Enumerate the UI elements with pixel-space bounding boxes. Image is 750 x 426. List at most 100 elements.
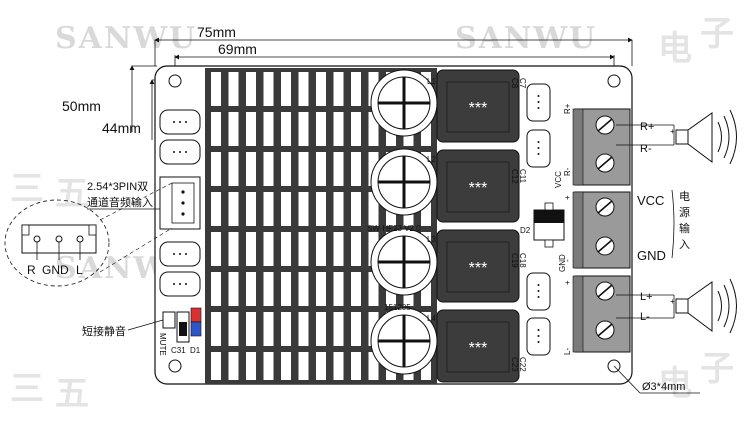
cap-block [526, 83, 551, 122]
inductor-ring [370, 69, 438, 137]
heatsink-fin [228, 152, 239, 186]
heatsink-fin [333, 312, 344, 346]
cap-label-c31: C31 [171, 346, 186, 355]
terminal-block-power [572, 191, 631, 269]
heatsink-fin [368, 72, 379, 106]
terminal-silk-minus: - [563, 259, 572, 262]
heatsink-fin [281, 232, 291, 266]
heatsink-fin [316, 232, 326, 266]
heatsink-fin [263, 232, 274, 266]
heatsink-fin [263, 152, 274, 186]
output-label-lminus: L- [640, 311, 650, 323]
heatsink-fin [281, 272, 291, 306]
choke-block: *** [436, 149, 520, 223]
heatsink-fin [228, 272, 239, 306]
heatsink-fin [246, 272, 256, 306]
heatsink-fin [351, 272, 361, 306]
heatsink-fin [246, 352, 256, 380]
terminal-silk-lminus: L- [563, 348, 572, 355]
led-d1 [190, 307, 202, 337]
heatsink-fin [298, 152, 309, 186]
width-inner-label: 69mm [218, 41, 257, 57]
heatsink-fin [263, 352, 274, 380]
choke-block: *** [436, 309, 520, 383]
heatsink-fin [211, 152, 221, 186]
heatsink-fin [246, 112, 256, 146]
zoom-circle [4, 199, 110, 287]
heatsink-fin [281, 192, 291, 226]
heatsink-fin [263, 112, 274, 146]
heatsink-fin [281, 72, 291, 106]
terminal-silk-plus: + [563, 280, 572, 285]
heatsink-fin [228, 312, 239, 346]
inductor-label-l4: L4 [427, 314, 436, 323]
pin-label-r: R [27, 263, 36, 277]
terminal-block-right-channel [572, 108, 631, 186]
board-date-silk: 151205 [384, 303, 411, 312]
watermark-cn: 三 [10, 169, 44, 209]
heatsink-fin [351, 152, 361, 186]
heatsink-fin [316, 272, 326, 306]
mounting-hole [607, 74, 621, 88]
heatsink-fin [368, 352, 379, 380]
choke-blocks: ************ [436, 69, 520, 383]
terminal-silk-plus: + [563, 195, 572, 200]
heatsink-fin [246, 152, 256, 186]
input-callout: 2.54*3PIN双 通道音频输入 R GND L [4, 180, 173, 287]
speaker-icon-left [675, 278, 737, 334]
heatsink-fin [281, 352, 291, 380]
heatsink-fin [351, 72, 361, 106]
board-model-silk: SW-HF23 V2.0 [367, 224, 421, 233]
cap-label-c23: C23 [510, 357, 519, 372]
heatsink-fin [281, 152, 291, 186]
cap-label-c12: C12 [510, 169, 519, 184]
width-outer-label: 75mm [197, 24, 236, 40]
inductor-rings [370, 69, 438, 375]
output-label-rplus: R+ [640, 121, 654, 133]
choke-marking: *** [469, 100, 488, 117]
output-labels: R+ R- VCC GND 电 源 输 入 L+ L- + + [616, 121, 690, 323]
cap-label-c19: C19 [510, 253, 519, 268]
heatsink-fin [368, 192, 379, 226]
power-input-cn: 电 [679, 190, 690, 203]
heatsink-fin [228, 72, 239, 106]
heatsink-fin [316, 192, 326, 226]
heatsink-fin [298, 192, 309, 226]
watermark-cn: 子 [700, 14, 734, 54]
heatsink-fin [211, 232, 221, 266]
heatsink-fin [298, 352, 309, 380]
heatsink-fin [246, 232, 256, 266]
output-label-rminus: R- [640, 143, 652, 155]
heatsink-fin [211, 312, 221, 346]
heatsink-fin [333, 192, 344, 226]
watermark-cn: 三 [10, 369, 44, 409]
power-input-cn: 入 [679, 239, 690, 251]
heatsink-fin [246, 192, 256, 226]
heatsink-fin [228, 112, 239, 146]
heatsink-fin [211, 112, 221, 146]
heatsink-fin [263, 312, 274, 346]
heatsink-fin [316, 72, 326, 106]
watermark-brand: SANWU [55, 21, 197, 56]
heatsink-fin [246, 72, 256, 106]
audio-input-connector [159, 176, 201, 230]
choke-marking: *** [469, 180, 488, 197]
watermark-cn: 子 [700, 349, 734, 389]
left-connectors [159, 109, 201, 297]
heatsink-fin [421, 112, 431, 146]
heatsink-fin [298, 312, 309, 346]
watermark-cn: 电 [658, 364, 692, 404]
heatsink-fin [333, 112, 344, 146]
diode-label: D2 [520, 226, 531, 235]
heatsink-fin [368, 272, 379, 306]
cap-block [526, 317, 551, 356]
mounting-hole [168, 359, 182, 373]
heatsink-fin [228, 192, 239, 226]
heatsink-fins [211, 72, 431, 380]
heatsink-fin [281, 312, 291, 346]
choke-block: *** [436, 229, 520, 303]
cap-label-c22: C22 [518, 357, 527, 372]
watermark-cn: 电 [658, 29, 692, 69]
inductor-ring [370, 307, 438, 375]
